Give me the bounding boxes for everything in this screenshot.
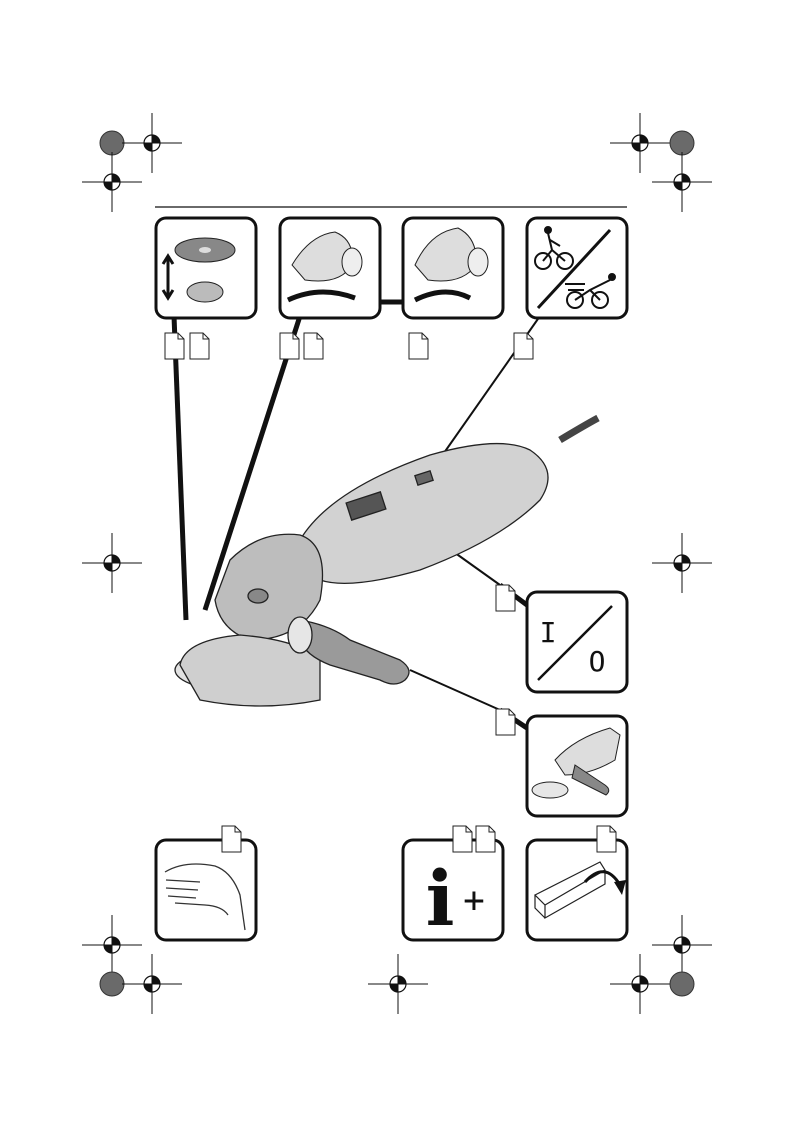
off-symbol: O — [589, 645, 606, 678]
info-symbol: i — [426, 854, 455, 943]
on-symbol: I — [540, 616, 557, 649]
panel-side-handle — [525, 714, 629, 818]
panel-disc-change — [154, 216, 258, 320]
fast-bicycle-icon — [565, 273, 616, 309]
panel-guard-adjust-2 — [401, 216, 505, 320]
angle-grinder-illustration — [174, 414, 600, 707]
panel-additional-info: i + — [401, 838, 505, 943]
panel-storage-case — [525, 838, 629, 942]
panel-hand-vibration — [154, 838, 258, 942]
panel-guard-adjust-1 — [278, 216, 382, 320]
panel-speed-setting — [525, 216, 629, 320]
panel-on-off-switch: I O — [525, 590, 629, 694]
plus-symbol: + — [463, 880, 485, 921]
slow-bicycle-icon — [534, 226, 574, 270]
